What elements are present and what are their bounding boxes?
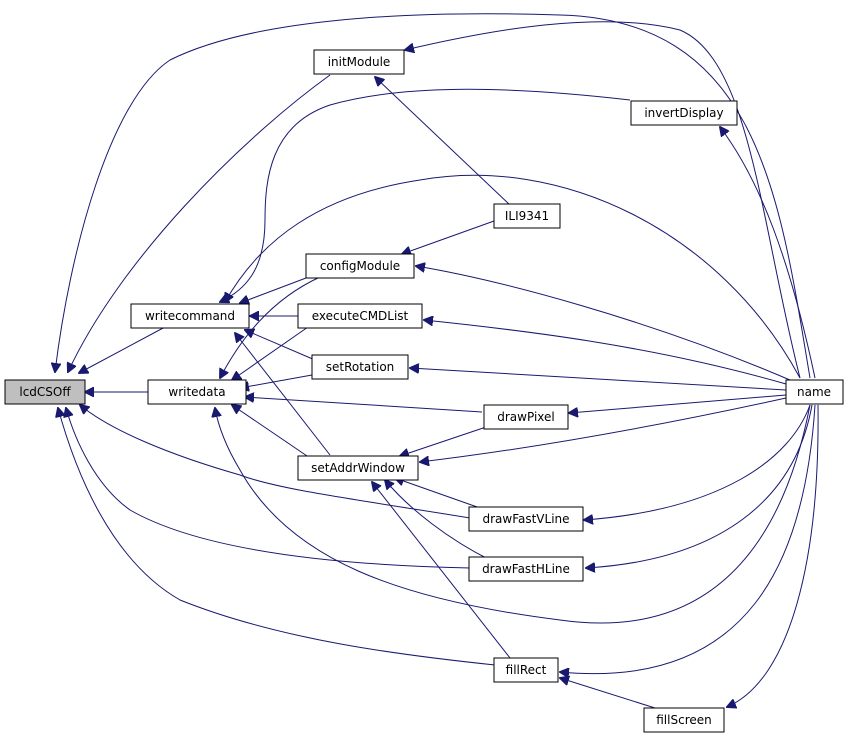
edge-name-to-setaddrwindow xyxy=(420,397,787,462)
edge-drawpixel-to-writedata xyxy=(245,397,483,413)
edge-configmodule-to-writecommand xyxy=(240,277,307,303)
edge-invertdisplay-to-writecommand xyxy=(220,88,631,302)
edge-drawfasthline-to-lcdcsoff xyxy=(66,408,471,569)
node-setaddrwindow-label: setAddrWindow xyxy=(311,461,405,475)
node-name-label: name xyxy=(797,385,831,399)
node-invertdisplay-label: invertDisplay xyxy=(644,106,723,120)
node-fillscreen-label: fillScreen xyxy=(656,713,711,727)
edge-drawpixel-to-setaddrwindow xyxy=(400,423,496,456)
node-name[interactable]: name xyxy=(785,379,844,405)
edge-name-to-writecommand xyxy=(225,174,801,379)
edge-executecmdlist-to-writedata xyxy=(232,326,309,380)
edge-drawfastvline-to-setaddrwindow xyxy=(395,478,481,509)
node-fillrect-label: fillRect xyxy=(506,663,547,677)
node-drawfasthline[interactable]: drawFastHLine xyxy=(468,556,584,582)
edge-name-to-invertdisplay xyxy=(720,127,816,379)
edge-configmodule-to-writedata xyxy=(220,276,321,378)
edge-setaddrwindow-to-writedata xyxy=(232,405,311,459)
edge-drawfasthline-to-setaddrwindow xyxy=(385,480,491,561)
edge-name-to-executecmdlist xyxy=(424,320,787,385)
edge-ili9341-to-initmodule xyxy=(375,77,511,206)
node-drawpixel-label: drawPixel xyxy=(497,410,554,424)
edge-ili9341-to-configmodule xyxy=(402,220,495,254)
node-drawpixel[interactable]: drawPixel xyxy=(483,404,569,430)
edge-initmodule-to-lcdcsoff xyxy=(68,74,331,372)
edge-fillrect-to-setaddrwindow xyxy=(372,482,511,659)
edge-name-to-writedata xyxy=(215,404,811,624)
edge-drawfastvline-to-lcdcsoff xyxy=(80,405,471,519)
node-writecommand[interactable]: writecommand xyxy=(130,303,250,329)
node-writedata[interactable]: writedata xyxy=(147,379,247,405)
node-writecommand-label: writecommand xyxy=(145,309,235,323)
node-setrotation[interactable]: setRotation xyxy=(311,354,409,380)
edge-name-to-fillscreen xyxy=(727,404,819,707)
edge-name-to-drawpixel xyxy=(569,394,787,413)
node-initmodule-label: initModule xyxy=(328,55,391,69)
edge-setrotation-to-writecommand xyxy=(245,330,316,361)
node-ili9341-label: ILI9341 xyxy=(505,209,549,223)
node-executecmdlist-label: executeCMDList xyxy=(312,309,409,323)
nodes: lcdCSOff writecommand writedata initModu… xyxy=(4,49,844,733)
edges xyxy=(55,13,819,709)
edge-setrotation-to-writedata xyxy=(240,374,313,388)
node-configmodule-label: configModule xyxy=(320,259,400,273)
edge-fillrect-to-lcdcsoff xyxy=(58,408,496,666)
node-setaddrwindow[interactable]: setAddrWindow xyxy=(297,455,419,481)
edge-setaddrwindow-to-writecommand xyxy=(235,333,331,456)
edge-name-to-lcdcsoff-top xyxy=(55,13,811,379)
node-drawfastvline[interactable]: drawFastVLine xyxy=(468,506,584,532)
edge-name-to-drawfasthline xyxy=(586,404,813,568)
node-executecmdlist[interactable]: executeCMDList xyxy=(297,303,423,329)
edge-name-to-configmodule xyxy=(416,266,791,381)
node-invertdisplay[interactable]: invertDisplay xyxy=(630,100,738,126)
node-initmodule[interactable]: initModule xyxy=(313,49,405,75)
node-drawfasthline-label: drawFastHLine xyxy=(482,562,570,576)
node-lcdcsoff[interactable]: lcdCSOff xyxy=(4,379,86,405)
node-writedata-label: writedata xyxy=(168,385,225,399)
node-fillrect[interactable]: fillRect xyxy=(493,657,559,683)
node-configmodule[interactable]: configModule xyxy=(305,253,415,279)
node-lcdcsoff-label: lcdCSOff xyxy=(19,385,71,399)
edge-name-to-setrotation xyxy=(410,368,787,391)
node-fillscreen[interactable]: fillScreen xyxy=(643,707,725,733)
edge-name-to-drawfastvline xyxy=(584,404,811,520)
edge-name-to-initmodule xyxy=(405,21,801,379)
edge-name-to-fillrect xyxy=(560,404,816,674)
edge-fillscreen-to-fillrect xyxy=(560,678,656,709)
node-ili9341[interactable]: ILI9341 xyxy=(493,203,561,229)
edge-writecommand-to-lcdcsoff xyxy=(79,326,166,373)
node-setrotation-label: setRotation xyxy=(326,360,395,374)
node-drawfastvline-label: drawFastVLine xyxy=(482,512,569,526)
